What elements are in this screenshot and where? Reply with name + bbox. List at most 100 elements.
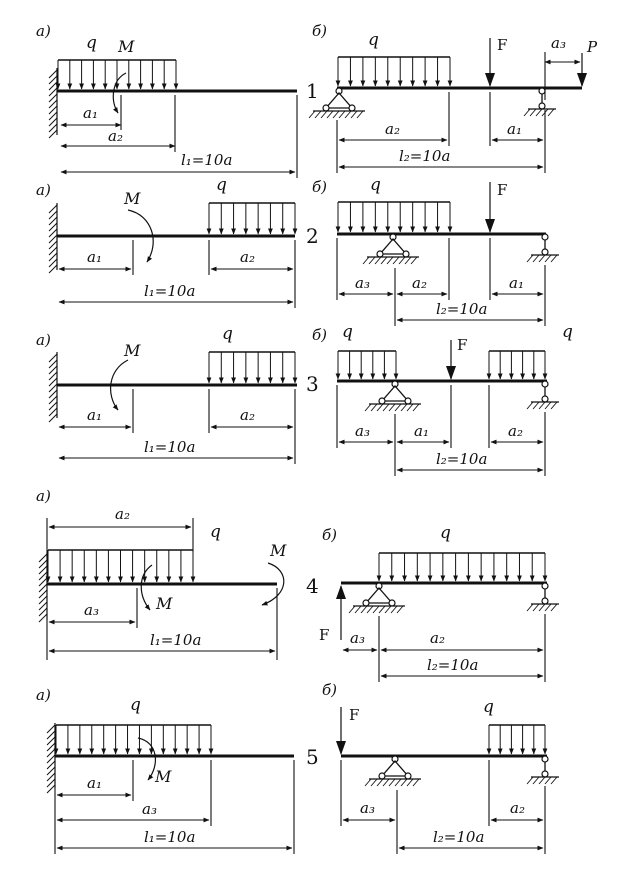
row-number-1: 1: [306, 79, 319, 103]
dim-label-a2: a₂: [510, 799, 525, 817]
dimension-lines: [336, 238, 546, 326]
row-number-4: 4: [306, 574, 319, 598]
part-label-b: б): [322, 526, 337, 544]
dim-label-a1: a₁: [507, 120, 522, 138]
dim-label-l1: l₁=10a: [150, 631, 201, 649]
dim-label-l2: l₂=10a: [399, 147, 450, 165]
force-label-F: F: [457, 336, 467, 354]
part-label-a: а): [36, 487, 51, 505]
load-label-q: q: [440, 523, 451, 543]
moment-arrow-M: [110, 359, 129, 411]
dim-label-l2: l₂=10a: [427, 656, 478, 674]
distributed-load-q: [335, 56, 453, 87]
dim-label-a3: a₃: [355, 422, 370, 440]
load-label-q: q: [130, 695, 141, 715]
part-label-b: б): [312, 178, 327, 196]
dimension-lines: [60, 95, 298, 178]
part-label-a: а): [36, 22, 51, 40]
part-label-b: б): [322, 681, 337, 699]
dimension-lines: [342, 614, 546, 682]
distributed-load-q: [486, 724, 548, 755]
moment-label-M: M: [123, 341, 141, 360]
dim-label-a2: a₂: [412, 274, 427, 292]
load-label-q: q: [216, 175, 227, 195]
scheme-5a: а) q M a₁ a₃ l₁=10a: [36, 686, 295, 854]
part-label-a: а): [36, 686, 51, 704]
dim-label-a3: a₃: [142, 800, 157, 818]
dim-label-a2: a₂: [240, 248, 255, 266]
distributed-load-q: [206, 202, 298, 235]
dim-label-l2: l₂=10a: [436, 300, 487, 318]
dim-label-l2: l₂=10a: [436, 450, 487, 468]
distributed-load-q: [376, 552, 548, 582]
load-label-q: q: [368, 30, 379, 50]
dim-label-l2: l₂=10a: [433, 828, 484, 846]
dim-label-a1: a₁: [83, 104, 98, 122]
distributed-load-q: [206, 351, 298, 384]
load-label-q: q: [222, 324, 233, 344]
distributed-load-q: [53, 724, 214, 755]
roller-support: [526, 380, 559, 410]
scheme-5b: б) 5 q F a₃ a₂ l₂=10a: [306, 681, 559, 854]
dim-label-l1: l₁=10a: [144, 828, 195, 846]
dim-label-a3: a₃: [350, 629, 365, 647]
dim-label-l1: l₁=10a: [181, 151, 232, 169]
distributed-load-q: [45, 549, 196, 583]
row-number-3: 3: [306, 372, 319, 396]
dim-label-l1: l₁=10a: [144, 438, 195, 456]
scheme-2a: а) q M a₁ a₂ l₁=10a: [36, 175, 298, 308]
dim-label-l1: l₁=10a: [144, 282, 195, 300]
load-label-q: q: [562, 322, 573, 342]
load-label-q: q: [86, 33, 97, 53]
roller-support: [526, 755, 559, 785]
load-label-q: q: [210, 522, 221, 542]
dim-label-a2: a₂: [108, 127, 123, 145]
load-label-q: q: [342, 322, 353, 342]
dim-label-a2: a₂: [240, 406, 255, 424]
dim-label-a1: a₁: [414, 422, 429, 440]
scheme-2b: б) 2 q F a₃ a₂ a₁ l₂=10a: [306, 175, 559, 326]
dim-label-a2: a₂: [385, 120, 400, 138]
row-number-2: 2: [306, 224, 319, 248]
force-label-F: F: [349, 706, 359, 724]
force-label-P: P: [586, 38, 598, 56]
pin-support: [362, 233, 419, 265]
moment-label-M: M: [269, 541, 287, 560]
load-label-q: q: [483, 697, 494, 717]
scheme-3a: а) q M a₁ a₂ l₁=10a: [36, 324, 298, 464]
wall-support: [48, 68, 58, 139]
moment-arrow-M-middle: [140, 564, 153, 611]
moment-label-M: M: [155, 594, 173, 613]
moment-arrow-M-end: [261, 562, 285, 606]
pin-support: [308, 87, 365, 119]
dim-label-a1: a₁: [87, 406, 102, 424]
part-label-a: а): [36, 181, 51, 199]
pin-support: [364, 380, 421, 412]
dimension-lines: [54, 760, 295, 854]
distributed-load-q: [55, 59, 179, 90]
pin-support: [364, 755, 421, 787]
dim-label-a3: a₃: [551, 34, 566, 52]
scheme-3b: б) 3 q q F a₃ a₁ a₂ l₂=10a: [306, 322, 573, 476]
dim-label-a3: a₃: [360, 799, 375, 817]
moment-label-M: M: [123, 189, 141, 208]
moment-arrow-M: [127, 209, 154, 263]
dim-label-a2: a₂: [430, 629, 445, 647]
dim-label-a1: a₁: [87, 248, 102, 266]
part-label-b: б): [312, 326, 327, 344]
scheme-4b: б) 4 q F a₃ a₂ l₂=10a: [306, 523, 559, 682]
dim-label-a1: a₁: [509, 274, 524, 292]
distributed-load-q: [486, 350, 548, 380]
dimension-lines: [58, 240, 296, 308]
distributed-load-q: [335, 350, 399, 380]
moment-label-M: M: [154, 767, 172, 786]
moment-label-M: M: [117, 37, 135, 56]
distributed-load-q: [335, 201, 453, 233]
load-label-q: q: [370, 175, 381, 195]
dimension-lines: [340, 760, 546, 854]
roller-support: [526, 582, 559, 612]
dimension-lines: [336, 52, 581, 173]
dimension-lines: [336, 385, 546, 476]
moment-arrow-M: [137, 737, 156, 781]
